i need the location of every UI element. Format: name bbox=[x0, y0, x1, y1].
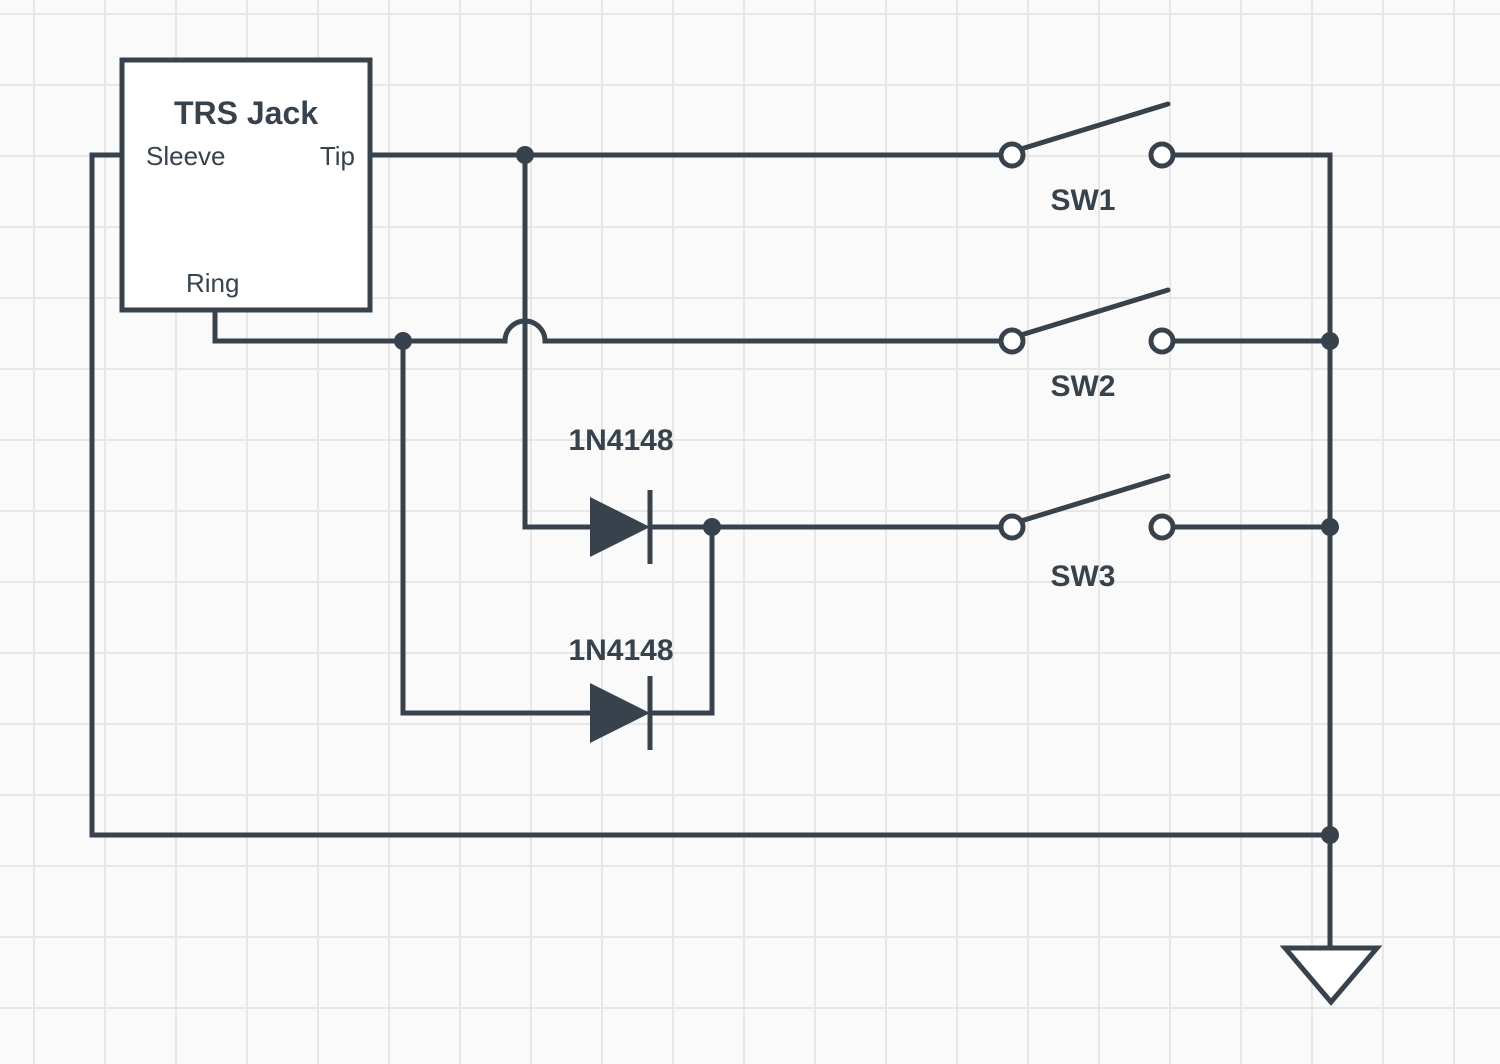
switch-sw2: SW2 bbox=[998, 287, 1176, 403]
junction-diode-outputs bbox=[703, 518, 721, 536]
wire-tip-junction-to-diode1 bbox=[522, 155, 590, 530]
sw1-label: SW1 bbox=[1050, 184, 1115, 217]
diode-1: 1N4148 bbox=[568, 424, 674, 564]
wire-diode2-riser bbox=[650, 527, 715, 716]
wire-ring-to-sw2 bbox=[212, 310, 1001, 344]
junction-dots bbox=[394, 146, 1339, 844]
junction-sw2-bus bbox=[1321, 332, 1339, 350]
trs-jack-pin-tip: Tip bbox=[320, 141, 355, 171]
diode-2: 1N4148 bbox=[568, 634, 674, 750]
trs-jack-title: TRS Jack bbox=[174, 95, 318, 131]
sw2-throw-terminal bbox=[1148, 327, 1176, 355]
wire-ring-junction-to-diode2 bbox=[400, 341, 590, 716]
trs-jack-pin-ring: Ring bbox=[186, 268, 239, 298]
sw2-pole-terminal bbox=[998, 327, 1026, 355]
junction-sleeve-bus bbox=[1321, 826, 1339, 844]
diode-2-anode-triangle bbox=[590, 683, 650, 743]
sw2-lever bbox=[1018, 287, 1171, 338]
trs-jack-pin-sleeve: Sleeve bbox=[146, 141, 226, 171]
diode-1-label: 1N4148 bbox=[568, 424, 673, 457]
wire-sw1-to-ground-bus bbox=[1173, 152, 1333, 948]
trs-jack-body bbox=[119, 57, 373, 313]
trs-jack-component: TRS Jack Sleeve Tip Ring bbox=[119, 57, 373, 313]
sw3-throw-terminal bbox=[1148, 513, 1176, 541]
sw3-pole-terminal bbox=[998, 513, 1026, 541]
sw1-throw-terminal bbox=[1148, 141, 1176, 169]
sw3-lever bbox=[1018, 473, 1171, 524]
diode-2-label: 1N4148 bbox=[568, 634, 673, 667]
sw3-label: SW3 bbox=[1050, 560, 1115, 593]
ground-triangle bbox=[1279, 945, 1383, 1006]
sw1-pole-terminal bbox=[998, 141, 1026, 169]
sw1-lever bbox=[1018, 101, 1171, 152]
ground-symbol bbox=[1279, 945, 1383, 1006]
switch-sw1: SW1 bbox=[998, 101, 1176, 217]
junction-sw3-bus bbox=[1321, 518, 1339, 536]
junction-tip bbox=[516, 146, 534, 164]
junction-ring bbox=[394, 332, 412, 350]
diode-1-anode-triangle bbox=[590, 497, 650, 557]
switch-sw3: SW3 bbox=[998, 473, 1176, 593]
sw2-label: SW2 bbox=[1050, 370, 1115, 403]
wire-sleeve-to-bus bbox=[89, 152, 1330, 838]
